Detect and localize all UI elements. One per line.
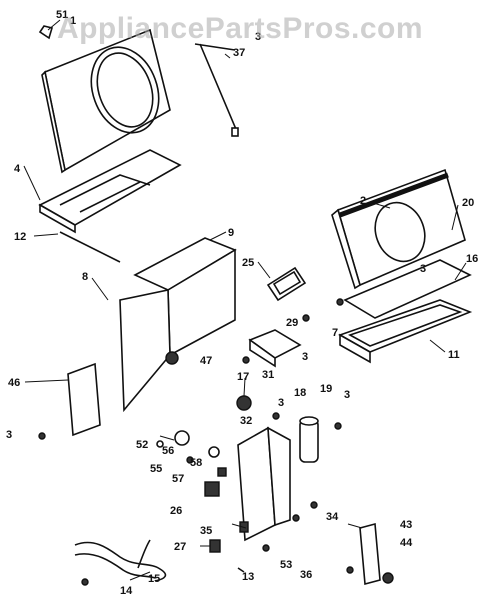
label-3d: 3 bbox=[344, 389, 350, 401]
label-4: 4 bbox=[14, 163, 21, 175]
label-44: 44 bbox=[400, 537, 413, 549]
label-14: 14 bbox=[120, 585, 133, 597]
label-32: 32 bbox=[240, 415, 252, 427]
label-51: 51 bbox=[56, 9, 68, 21]
label-27: 27 bbox=[174, 541, 186, 553]
label-35: 35 bbox=[200, 525, 212, 537]
label-13: 13 bbox=[242, 571, 254, 583]
label-36: 36 bbox=[300, 569, 312, 581]
part-12-rod bbox=[59, 231, 121, 263]
label-11: 11 bbox=[448, 349, 460, 361]
part-9-control-bracket bbox=[119, 237, 237, 413]
label-29: 29 bbox=[286, 317, 298, 329]
label-55: 55 bbox=[150, 463, 162, 475]
label-47: 47 bbox=[200, 355, 212, 367]
label-9: 9 bbox=[228, 227, 234, 239]
part-25-gasket bbox=[266, 266, 307, 302]
screws bbox=[38, 298, 354, 586]
label-7: 7 bbox=[332, 327, 338, 339]
label-46: 46 bbox=[8, 377, 20, 389]
label-3c: 3 bbox=[278, 397, 284, 409]
part-17-knob bbox=[236, 395, 252, 411]
label-2: 2 bbox=[360, 195, 366, 207]
part-16-plate bbox=[343, 259, 472, 319]
label-3e: 3 bbox=[6, 429, 12, 441]
label-16: 16 bbox=[466, 253, 478, 265]
part-11-base-pan bbox=[338, 299, 473, 364]
part-18-capacitor bbox=[299, 416, 319, 463]
label-3a: 3 bbox=[420, 263, 426, 275]
leader-lines bbox=[23, 19, 467, 581]
part-27-terminal bbox=[209, 539, 221, 553]
part-1-front-panel bbox=[41, 28, 171, 174]
label-8: 8 bbox=[82, 271, 88, 283]
label-3b: 3 bbox=[302, 351, 308, 363]
part-31-bracket bbox=[248, 329, 302, 368]
part-46-panel bbox=[67, 362, 101, 437]
label-12: 12 bbox=[14, 231, 26, 243]
part-43-bracket bbox=[359, 522, 394, 586]
part-labels: 51 1 37 4 12 9 8 25 2 20 3 16 7 11 29 3 … bbox=[6, 9, 478, 597]
label-53: 53 bbox=[280, 559, 292, 571]
label-58: 58 bbox=[190, 457, 202, 469]
label-31: 31 bbox=[262, 369, 274, 381]
part-51-clip bbox=[38, 25, 54, 40]
label-3f: 3 bbox=[255, 31, 261, 43]
label-34: 34 bbox=[326, 511, 339, 523]
part-26-relay bbox=[204, 481, 220, 497]
label-20: 20 bbox=[462, 197, 474, 209]
part-15-wire-harness bbox=[74, 539, 167, 582]
label-1: 1 bbox=[70, 15, 76, 27]
label-52: 52 bbox=[136, 439, 148, 451]
label-57: 57 bbox=[172, 473, 184, 485]
part-32-switch-bracket bbox=[237, 426, 291, 542]
part-37-rod bbox=[194, 43, 239, 137]
label-19: 19 bbox=[320, 383, 332, 395]
small-switch-parts bbox=[156, 430, 227, 477]
label-56: 56 bbox=[162, 445, 174, 457]
label-18: 18 bbox=[294, 387, 306, 399]
label-43: 43 bbox=[400, 519, 412, 531]
label-37: 37 bbox=[233, 47, 245, 59]
part-2-condenser bbox=[331, 168, 466, 290]
label-26: 26 bbox=[170, 505, 182, 517]
label-17: 17 bbox=[237, 371, 249, 383]
label-25: 25 bbox=[242, 257, 254, 269]
part-4-base-tray bbox=[38, 149, 182, 234]
label-15: 15 bbox=[148, 573, 160, 585]
part-13-screw bbox=[237, 567, 245, 573]
